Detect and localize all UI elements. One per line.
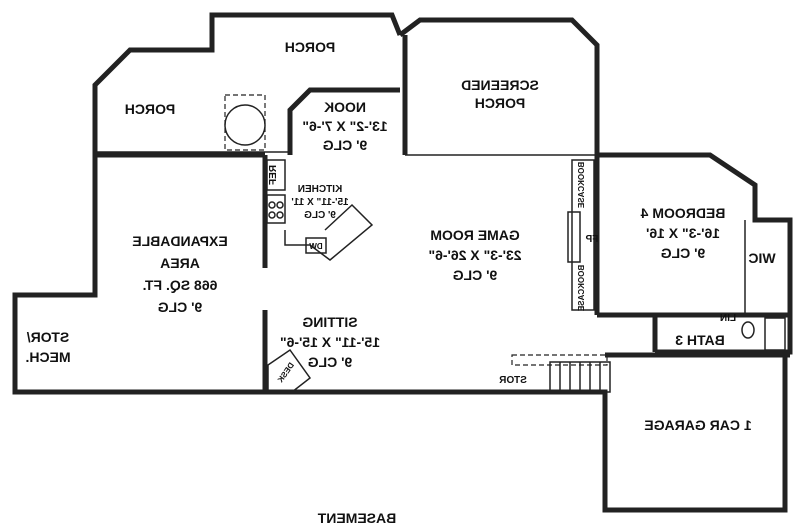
stairs (511, 354, 611, 393)
wic-label: WIC (748, 250, 775, 266)
nook-size: 13'-2" X 7'-6" (302, 118, 387, 134)
bedroom4-label: BEDROOM 4 (640, 205, 725, 221)
fireplace-label: FP (585, 234, 598, 245)
kitchen-size: 15'-11" X 11' (291, 197, 348, 208)
game-room-size: 23'-3" X 26'-6" (428, 247, 521, 263)
kitchen-ceiling: 9' CLG (304, 210, 336, 221)
dw-label: DW (309, 242, 323, 251)
bedroom4-size: 16'-3" X 16' (646, 225, 720, 241)
screened-porch-label-1: SCREENED (461, 77, 539, 93)
plan-title: BASEMENT (317, 510, 396, 526)
walls (12, 12, 793, 513)
ref-label: REF (268, 165, 279, 185)
nook-label: NOOK (324, 99, 366, 115)
desk-label: DESK (276, 361, 296, 385)
screened-porch-label-2: PORCH (475, 95, 526, 111)
porch-top-label: PORCH (285, 39, 336, 55)
sitting-ceiling: 9' CLG (308, 354, 353, 370)
expandable-label-2: AREA (160, 255, 200, 271)
garage-label: 1 CAR GARAGE (644, 417, 751, 433)
game-room-label: GAME ROOM (430, 227, 519, 243)
bedroom4-ceiling: 9' CLG (661, 245, 706, 261)
expandable-label-1: EXPANDABLE (132, 233, 227, 249)
expandable-ceiling: 9' CLG (158, 299, 203, 315)
sitting-size: 15'-11" X 15'-6" (280, 334, 380, 350)
stor-mech-label-1: STOR/ (27, 329, 70, 345)
bath3-label: BATH 3 (675, 332, 725, 348)
kitchen-label: KITCHEN (298, 184, 342, 195)
game-room-ceiling: 9' CLG (453, 267, 498, 283)
room-labels: PORCH PORCH NOOK 13'-2" X 7'-6" 9' CLG S… (25, 39, 775, 526)
bookcase-bottom-label: BOOKCASE (577, 265, 586, 312)
porch-left-label: PORCH (125, 101, 176, 117)
bookcase-top-label: BOOKCASE (577, 162, 586, 209)
sitting-label: SITTING (302, 314, 357, 330)
expandable-area-size: 668 SQ. FT. (143, 277, 218, 293)
stor-mech-label-2: MECH. (25, 349, 70, 365)
nook-ceiling: 9' CLG (323, 137, 368, 153)
lin-label: LIN (720, 313, 736, 324)
stor-label: STOR (498, 375, 526, 386)
